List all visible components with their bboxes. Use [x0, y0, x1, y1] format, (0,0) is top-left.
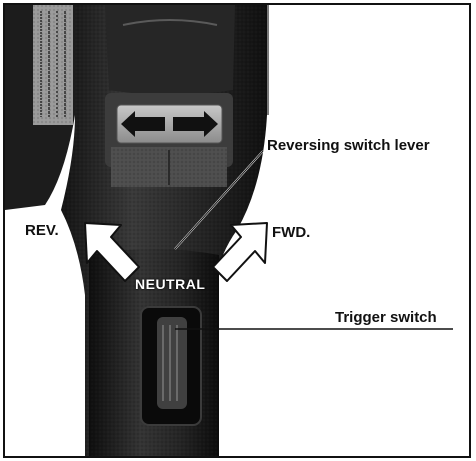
upper-ridge: [105, 5, 235, 95]
tool-photo: [5, 5, 453, 456]
selector-plate: [116, 104, 223, 144]
warning-sticker: [33, 5, 73, 125]
reversing-switch-lever-label: Reversing switch lever: [267, 137, 430, 154]
up-right-arrow-icon: [212, 222, 268, 282]
neutral-label: NEUTRAL: [135, 276, 206, 292]
fwd-label: FWD.: [272, 224, 311, 241]
up-left-arrow-icon: [84, 222, 140, 282]
trigger-switch-shape: [157, 317, 187, 409]
right-arrow-icon: [173, 111, 218, 137]
diagram-frame: Reversing switch lever Trigger switch RE…: [3, 3, 471, 458]
trigger-switch-label: Trigger switch: [335, 309, 437, 326]
rev-label: REV.: [25, 222, 59, 239]
left-arrow-icon: [121, 111, 165, 137]
